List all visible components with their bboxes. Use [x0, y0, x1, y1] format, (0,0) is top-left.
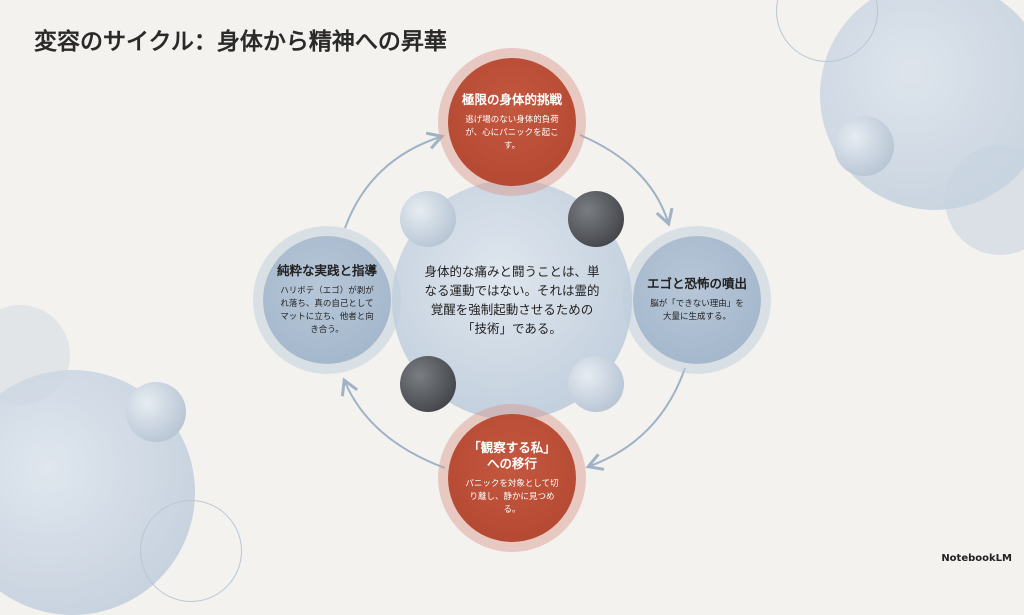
center-text: 身体的な痛みと闘うことは、単なる運動ではない。それは霊的覚醒を強制起動させるため…: [424, 264, 600, 336]
arrow-bottom-left: [340, 377, 446, 469]
node-desc: ハリボテ（エゴ）が剥がれ落ち、真の自己としてマットに立ち、他者と向き合う。: [280, 286, 374, 335]
brand-logo: NotebookLM: [941, 553, 1012, 564]
node-pure-practice: 純粋な実践と指導 ハリボテ（エゴ）が剥がれ落ち、真の自己としてマットに立ち、他者…: [263, 236, 391, 364]
node-desc: 逃げ場のない身体的負荷が、心にパニックを起こす。: [465, 114, 559, 151]
small-sphere-dark: [568, 191, 624, 247]
page-title: 変容のサイクル：身体から精神への昇華: [34, 28, 447, 55]
node-title: 純粋な実践と指導: [277, 263, 378, 278]
node-observer-shift: 「観察する私」への移行 パニックを対象として切り離し、静かに見つめる。: [448, 414, 576, 542]
arrow-right-bottom: [585, 367, 686, 471]
node-desc: パニックを対象として切り離し、静かに見つめる。: [465, 478, 559, 515]
node-title: 極限の身体的挑戦: [462, 91, 563, 107]
node-title: 「観察する私」への移行: [468, 439, 556, 471]
decor-sphere: [126, 382, 186, 442]
decor-circle: [945, 145, 1024, 255]
node-physical-challenge: 極限の身体的挑戦 逃げ場のない身体的負荷が、心にパニックを起こす。: [448, 58, 576, 186]
node-title: エゴと恐怖の噴出: [647, 276, 748, 291]
node-desc: 脳が「できない理由」を大量に生成する。: [650, 299, 744, 322]
arrow-top-right: [579, 134, 674, 227]
arrow-left-top: [344, 131, 445, 229]
small-sphere: [568, 356, 624, 412]
node-ego-fear: エゴと恐怖の噴出 脳が「できない理由」を大量に生成する。: [633, 236, 761, 364]
cycle-arrows: [340, 131, 686, 471]
small-sphere: [400, 191, 456, 247]
small-sphere-dark: [400, 356, 456, 412]
decor-sphere: [834, 116, 894, 176]
